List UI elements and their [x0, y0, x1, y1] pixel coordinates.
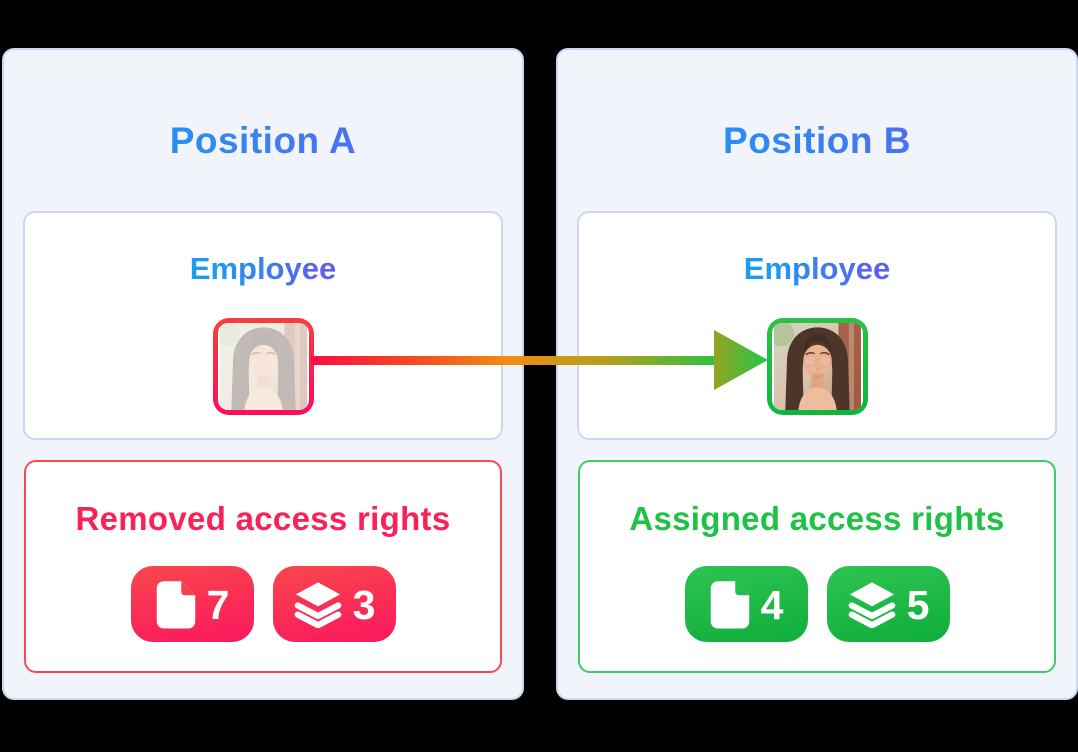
position-b-title: Position B [558, 120, 1076, 162]
removed-groups-badge: 3 [272, 566, 396, 642]
position-a-panel: Position A Employee Removed access right… [2, 48, 524, 700]
assigned-access-badges: 4 5 [580, 566, 1054, 642]
employee-photo-a [217, 323, 309, 410]
layers-icon [848, 581, 895, 628]
employee-title-a: Employee [189, 251, 337, 286]
assigned-access-title: Assigned access rights [629, 500, 1005, 537]
assigned-groups-count: 5 [906, 581, 930, 628]
employee-photo-frame-a [212, 318, 314, 415]
employee-photo-frame-b [766, 318, 868, 415]
employee-photo-b [771, 323, 863, 410]
employee-title-b: Employee [743, 251, 891, 286]
employee-card-a: Employee [23, 211, 503, 440]
removed-access-badges: 7 3 [26, 566, 500, 642]
removed-access-title: Removed access rights [75, 500, 451, 537]
transfer-arrow-line [311, 356, 723, 365]
assigned-access-card: Assigned access rights 4 5 [578, 460, 1056, 673]
position-a-title: Position A [4, 120, 522, 162]
position-b-panel: Position B Employee Assigned access righ… [556, 48, 1078, 700]
file-icon [710, 581, 749, 629]
assigned-files-badge: 4 [684, 566, 808, 642]
removed-access-card: Removed access rights 7 3 [24, 460, 502, 673]
layers-icon [294, 581, 341, 628]
removed-groups-count: 3 [352, 581, 376, 628]
employee-card-b: Employee [577, 211, 1057, 440]
assigned-files-count: 4 [760, 581, 784, 628]
removed-files-badge: 7 [130, 566, 254, 642]
assigned-groups-badge: 5 [826, 566, 950, 642]
file-icon [156, 581, 195, 629]
transfer-arrow-head-icon [714, 330, 768, 390]
removed-files-count: 7 [206, 581, 230, 628]
